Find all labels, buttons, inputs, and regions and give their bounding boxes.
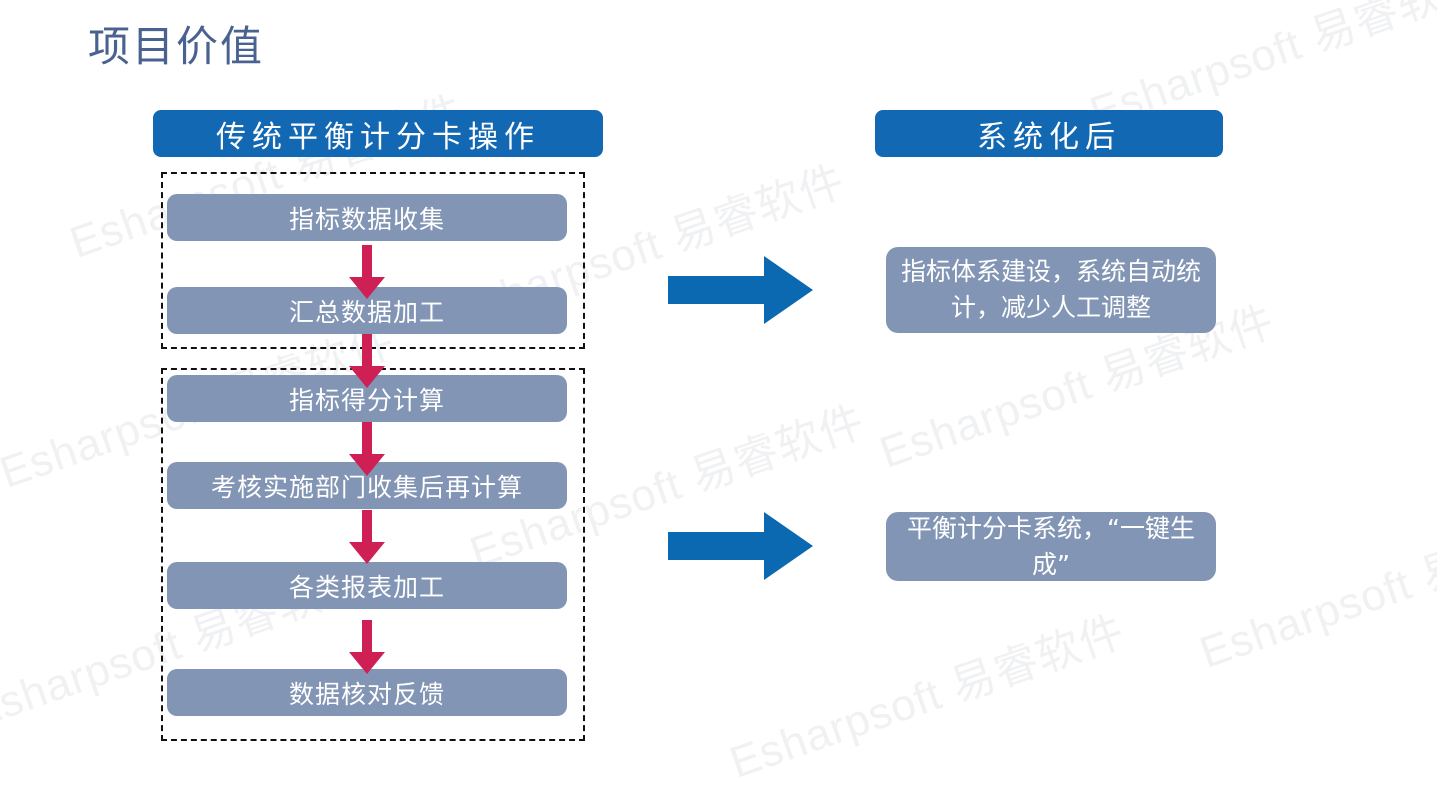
result-box-one-click: 平衡计分卡系统，“一键生成” — [886, 512, 1216, 581]
arrow-down-icon — [345, 245, 389, 301]
arrow-down-icon — [345, 510, 389, 566]
arrow-down-icon — [345, 422, 389, 478]
banner-systemized-result: 系统化后 — [875, 110, 1223, 157]
arrow-down-icon — [345, 620, 389, 676]
process-box-verify: 数据核对反馈 — [167, 669, 567, 716]
result-box-indicator-system: 指标体系建设，系统自动统计，减少人工调整 — [886, 247, 1216, 333]
process-box-reports: 各类报表加工 — [167, 562, 567, 609]
arrow-right-icon — [668, 512, 813, 580]
process-box-collect-data: 指标数据收集 — [167, 194, 567, 241]
arrow-down-icon — [345, 334, 389, 390]
banner-traditional-process: 传统平衡计分卡操作 — [153, 110, 603, 157]
page-title: 项目价值 — [88, 22, 265, 71]
group-data-collection — [161, 172, 585, 349]
arrow-right-icon — [668, 256, 813, 324]
